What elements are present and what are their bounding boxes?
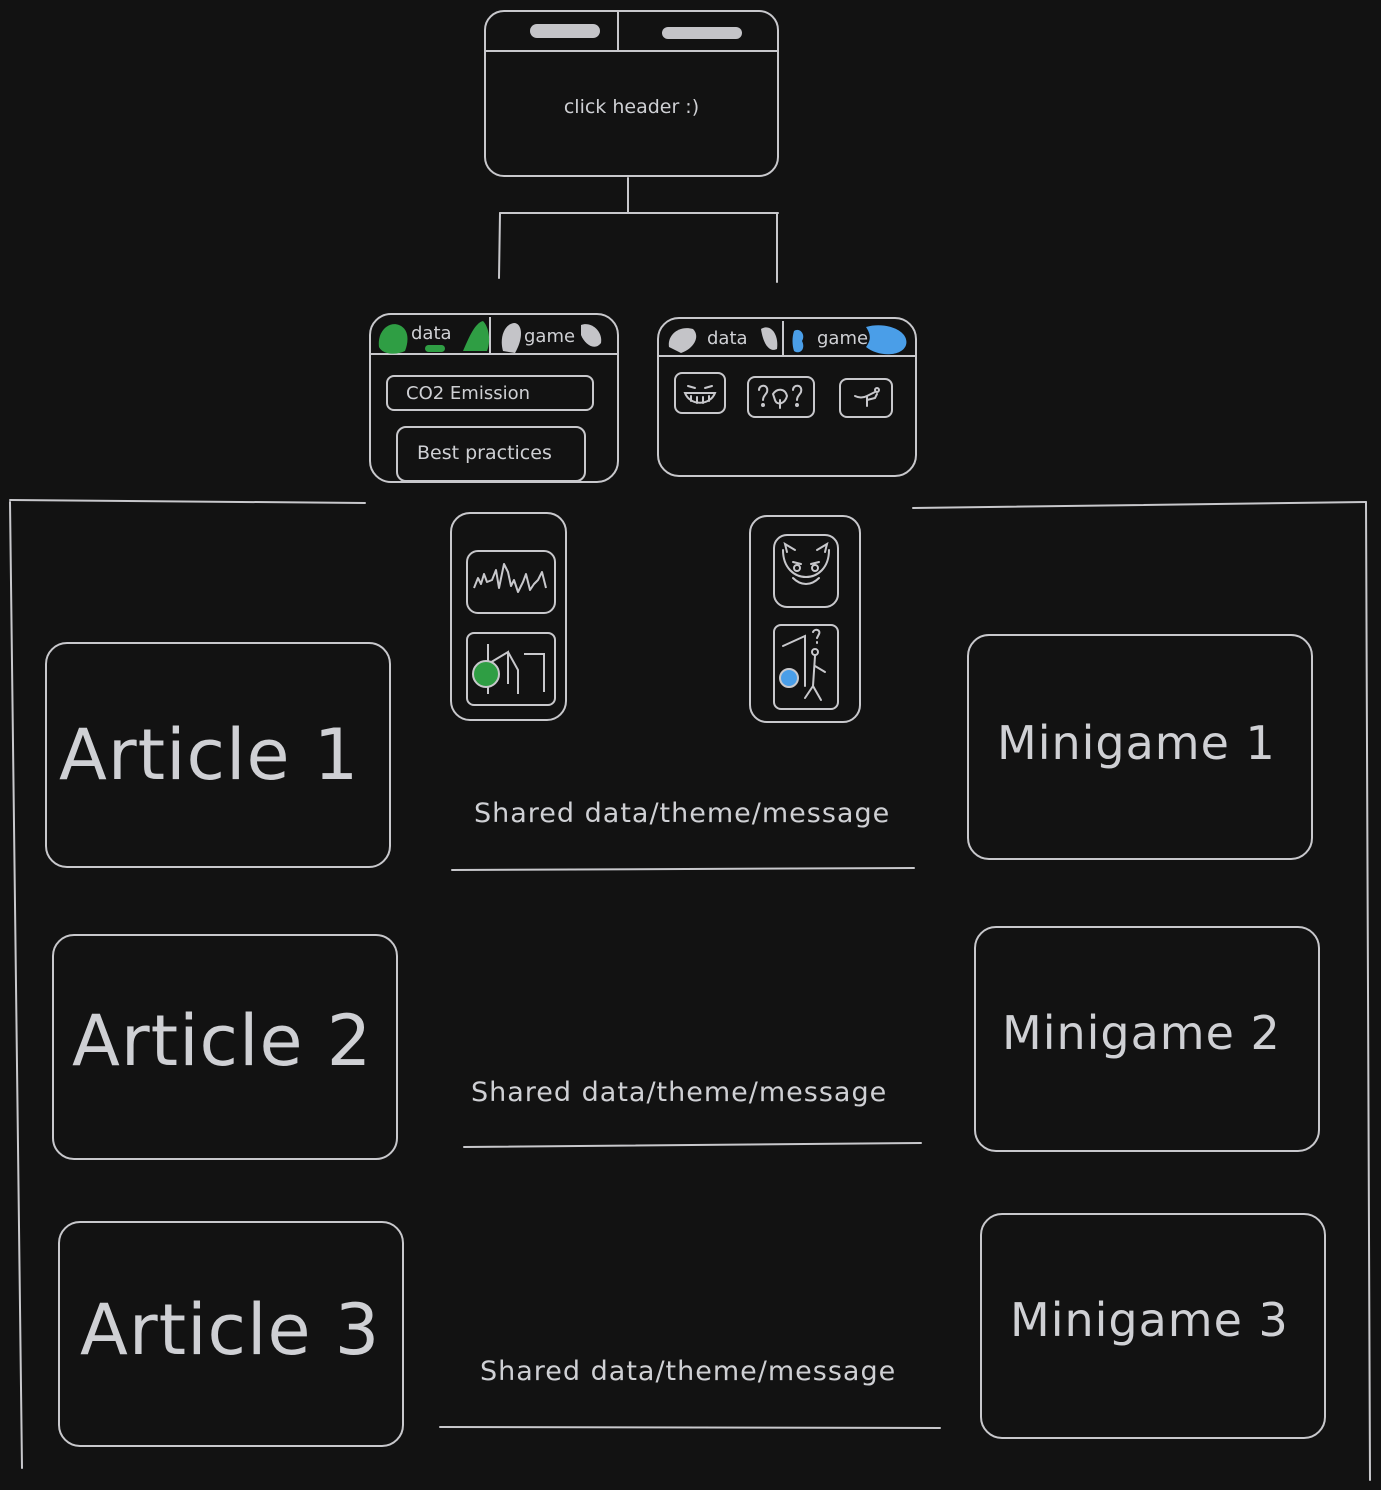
runner-icon bbox=[854, 387, 880, 407]
adventure-scene-icon bbox=[779, 628, 826, 701]
game-menu-mockup: data game bbox=[657, 317, 917, 477]
map-icon bbox=[472, 644, 545, 694]
article-card-2[interactable]: Article 2 bbox=[52, 934, 398, 1160]
frame-right bbox=[1365, 501, 1371, 1481]
game-tab-label[interactable]: game bbox=[817, 328, 869, 349]
data-tab-label[interactable]: data bbox=[707, 328, 748, 349]
question-puzzle-icon bbox=[758, 384, 803, 409]
best-practices-label: Best practices bbox=[417, 442, 552, 464]
header-tab-left-placeholder[interactable] bbox=[530, 24, 600, 38]
adventure-scene-thumbnail[interactable] bbox=[773, 624, 839, 710]
shared-label-1: Shared data/theme/message bbox=[474, 798, 891, 829]
game-tab-placeholder-shape bbox=[501, 323, 602, 353]
minigame-card-3[interactable]: Minigame 3 bbox=[980, 1213, 1326, 1439]
minigame-title-3: Minigame 3 bbox=[1010, 1293, 1289, 1347]
frame-top-right bbox=[912, 501, 1367, 509]
game-tab-highlight bbox=[792, 325, 907, 355]
data-phone-mockup bbox=[450, 512, 567, 721]
minigame-card-2[interactable]: Minigame 2 bbox=[974, 926, 1320, 1152]
game-menu-tab-separator bbox=[782, 321, 784, 355]
map-thumbnail[interactable] bbox=[466, 632, 556, 706]
line-chart-thumbnail[interactable] bbox=[466, 550, 556, 614]
monster-face-thumbnail[interactable] bbox=[773, 534, 839, 608]
line-chart-icon bbox=[473, 563, 547, 593]
minigame-icon-button-3[interactable] bbox=[839, 378, 893, 418]
header-tab-separator bbox=[617, 12, 619, 50]
header-caption: click header :) bbox=[563, 96, 700, 118]
frame-top-left bbox=[9, 499, 366, 504]
data-menu-divider bbox=[371, 353, 617, 355]
data-menu-mockup: data game CO2 Emission Best practices bbox=[369, 313, 619, 483]
data-menu-tab-separator bbox=[489, 317, 491, 353]
connector-left-branch bbox=[498, 212, 501, 279]
co2-emission-button[interactable]: CO2 Emission bbox=[386, 375, 594, 411]
article-title-3: Article 3 bbox=[80, 1289, 381, 1371]
header-tab-right-placeholder[interactable] bbox=[662, 27, 742, 39]
article-title-2: Article 2 bbox=[72, 1000, 373, 1082]
game-menu-divider bbox=[659, 355, 915, 357]
header-mockup[interactable]: click header :) bbox=[484, 10, 779, 177]
minigame-title-2: Minigame 2 bbox=[1002, 1006, 1281, 1060]
co2-emission-label: CO2 Emission bbox=[406, 383, 530, 404]
data-tab-placeholder-shape bbox=[668, 327, 778, 353]
game-phone-mockup bbox=[749, 515, 861, 723]
shared-underline-1 bbox=[451, 867, 915, 871]
shared-label-3: Shared data/theme/message bbox=[480, 1356, 897, 1387]
article-card-3[interactable]: Article 3 bbox=[58, 1221, 404, 1447]
data-tab-highlight bbox=[378, 321, 490, 354]
frame-left bbox=[9, 501, 23, 1469]
data-tab-label[interactable]: data bbox=[411, 323, 452, 344]
game-tab-label[interactable]: game bbox=[524, 326, 576, 347]
article-title-1: Article 1 bbox=[59, 714, 360, 796]
shared-label-2: Shared data/theme/message bbox=[471, 1077, 888, 1108]
minigame-icon-button-1[interactable] bbox=[674, 372, 726, 414]
grinning-face-icon bbox=[683, 385, 717, 404]
shared-underline-3 bbox=[439, 1426, 941, 1429]
monster-face-icon bbox=[782, 541, 830, 585]
minigame-icon-button-2[interactable] bbox=[747, 376, 815, 418]
minigame-title-1: Minigame 1 bbox=[997, 716, 1276, 770]
best-practices-button[interactable]: Best practices bbox=[396, 426, 586, 482]
header-divider bbox=[486, 50, 777, 52]
article-card-1[interactable]: Article 1 bbox=[45, 642, 391, 868]
minigame-card-1[interactable]: Minigame 1 bbox=[967, 634, 1313, 860]
shared-underline-2 bbox=[463, 1142, 922, 1148]
